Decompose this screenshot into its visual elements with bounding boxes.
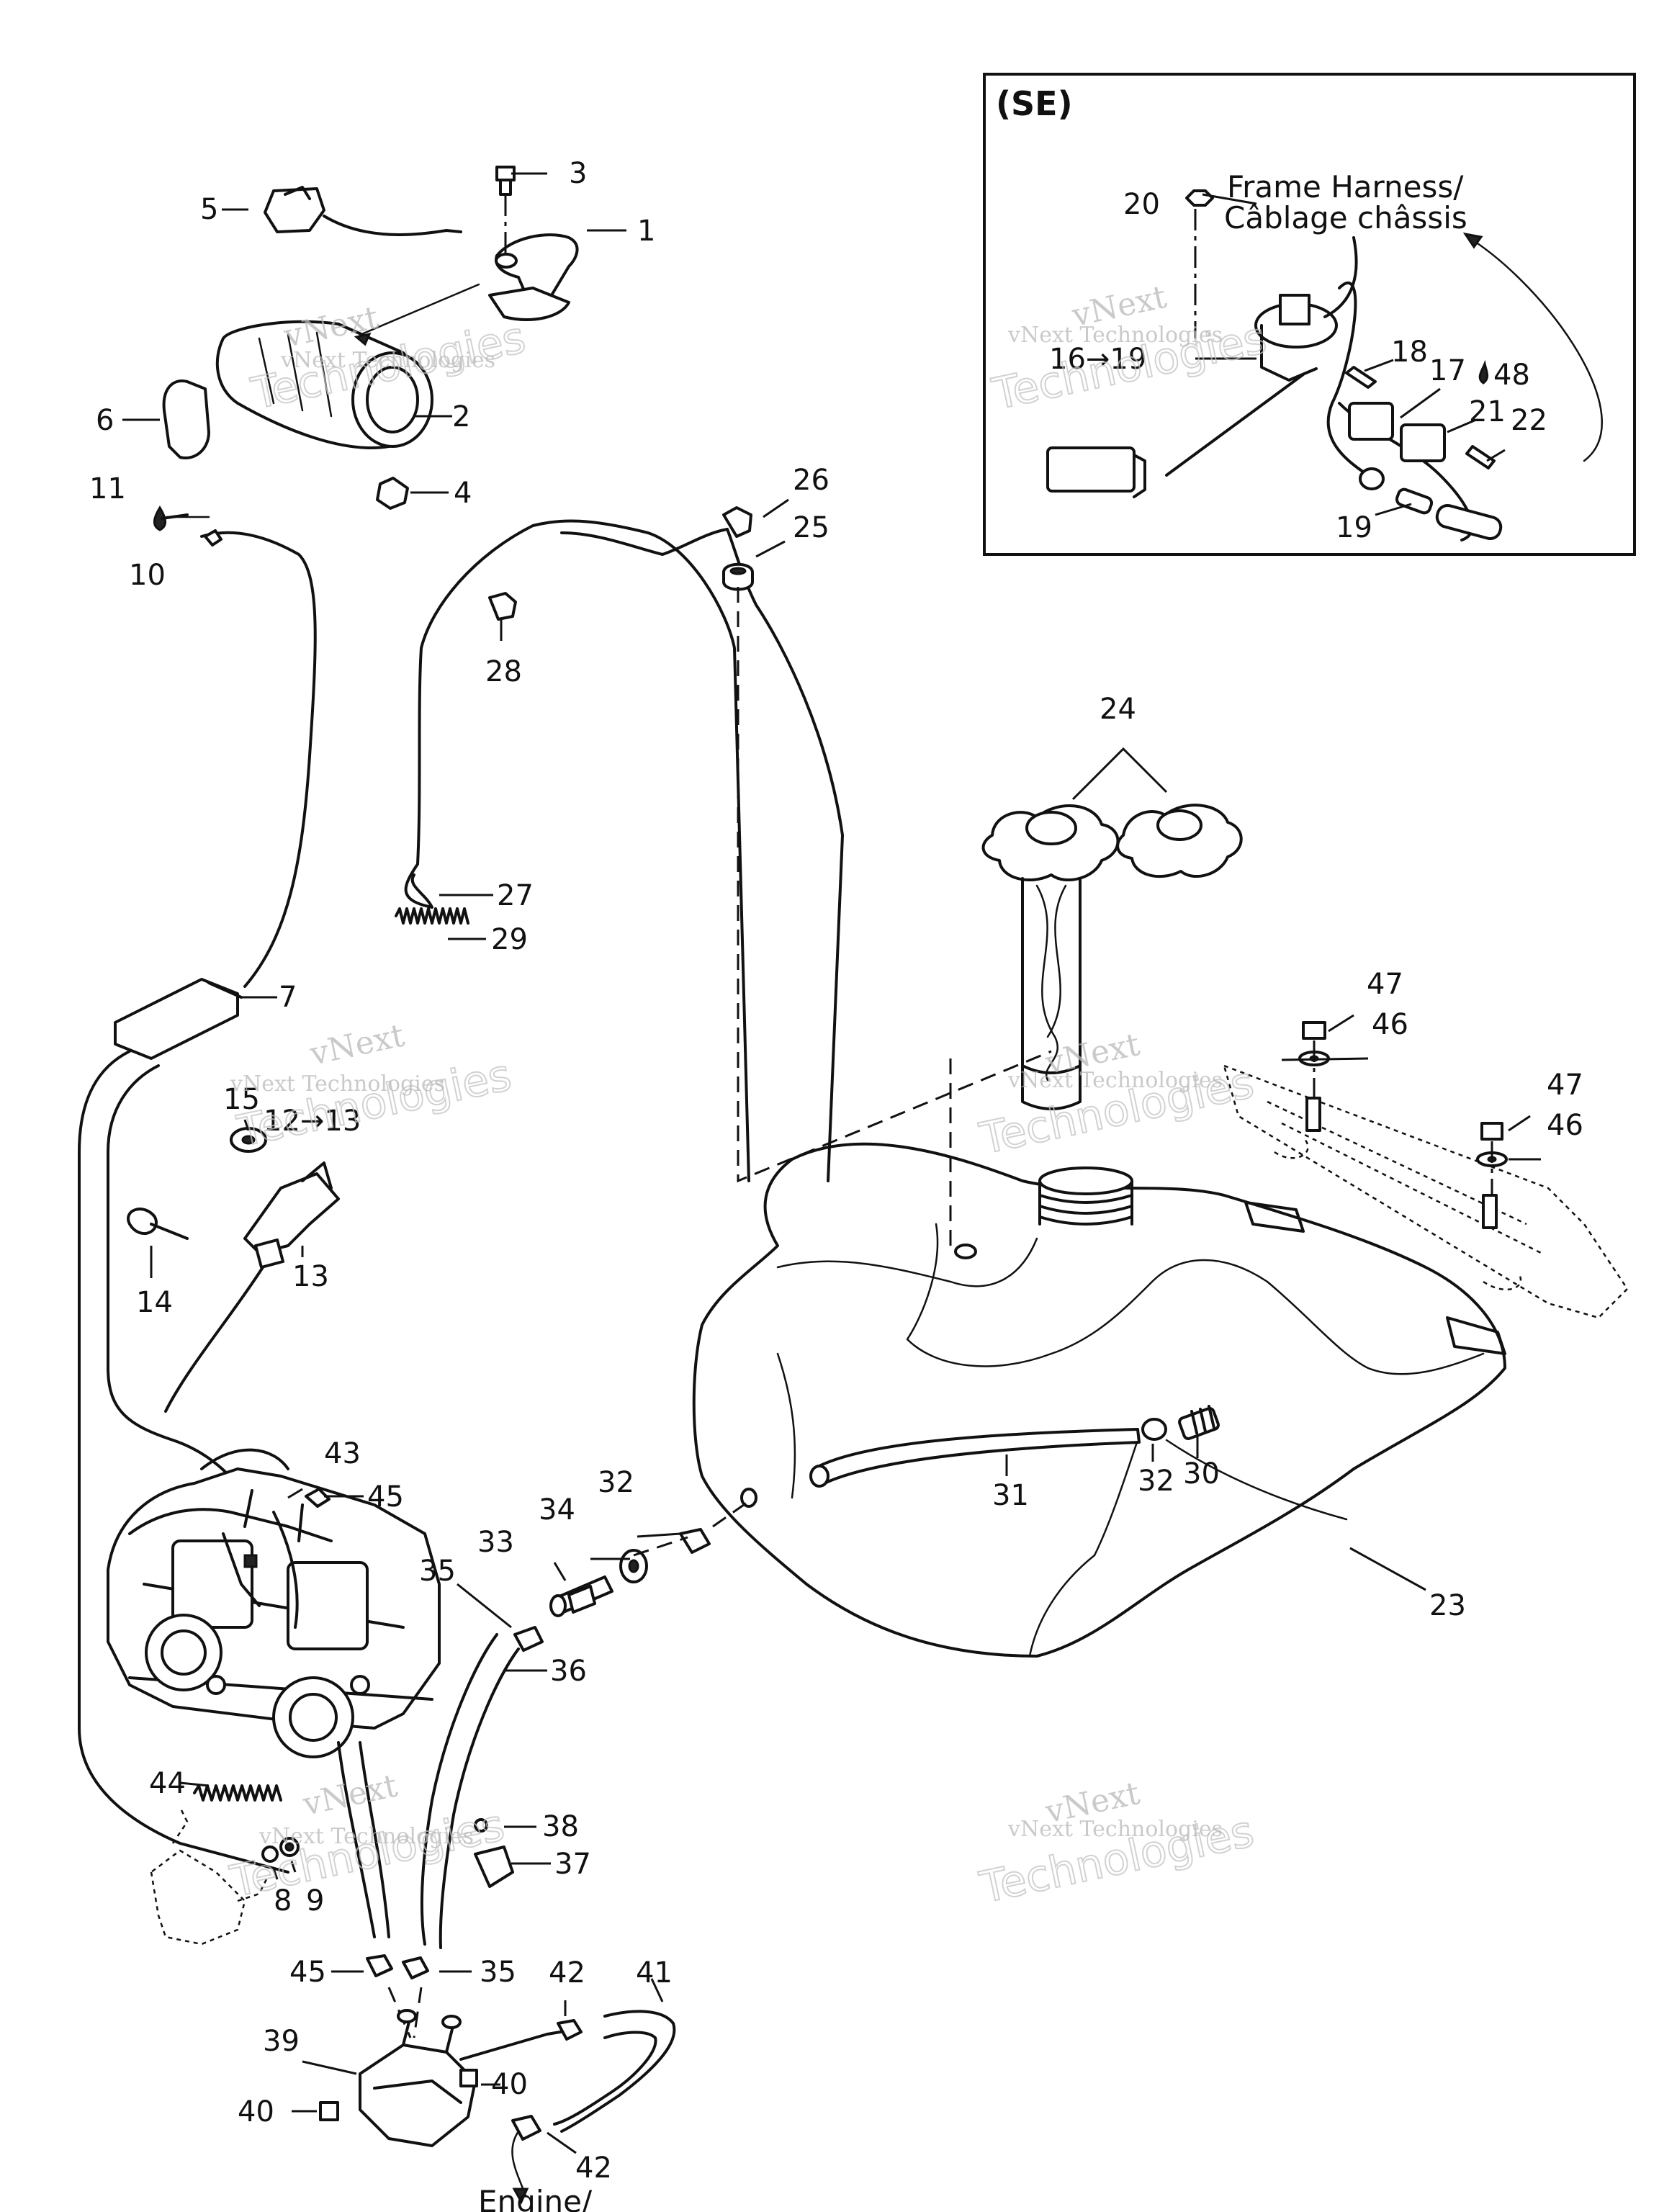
callout-10: 10	[129, 559, 166, 592]
callout-7: 7	[279, 981, 297, 1014]
fuel-level-sender	[1046, 209, 1358, 498]
connector-17	[1348, 402, 1394, 441]
callout-8: 8	[274, 1884, 292, 1917]
tank-bracket	[1223, 1021, 1629, 1319]
callout-27: 27	[497, 879, 534, 912]
callout-1: 1	[637, 215, 655, 248]
vent-lines	[395, 506, 1052, 1253]
callout-39: 39	[263, 2025, 300, 2058]
choke-assembly	[127, 1127, 340, 1413]
callout-37: 37	[554, 1848, 591, 1881]
callout-6: 6	[96, 404, 114, 437]
watermark-full: vNext Technologies	[1007, 323, 1223, 348]
throttle-assembly	[162, 166, 579, 510]
sleeve-19	[1395, 487, 1434, 515]
harness-label-line2: Câblage châssis	[1224, 200, 1467, 235]
callout-32a: 32	[598, 1466, 634, 1499]
callout-9: 9	[306, 1884, 324, 1917]
callout-44: 44	[149, 1767, 186, 1800]
callout-30: 30	[1183, 1457, 1220, 1491]
callout-15: 15	[223, 1083, 260, 1116]
terminal-22	[1465, 445, 1496, 469]
callout-24: 24	[1100, 693, 1136, 726]
callout-32b: 32	[1138, 1465, 1174, 1498]
callout-38: 38	[542, 1810, 579, 1843]
callout-33: 33	[477, 1526, 514, 1559]
callout-46a: 46	[1372, 1008, 1408, 1041]
inset-title: (SE)	[996, 84, 1073, 123]
fuel-lines	[337, 1500, 750, 2038]
se-inset: (SE) Frame Harness/ Câblage châssis	[983, 73, 1636, 556]
callout-47a: 47	[1367, 968, 1403, 1001]
callout-42a: 42	[549, 1956, 585, 1990]
callout-40b: 40	[238, 2095, 274, 2128]
callout-28: 28	[485, 655, 522, 688]
callout-41: 41	[636, 1956, 673, 1990]
watermark-full: vNext Technologies	[258, 1824, 474, 1849]
callout-31: 31	[992, 1479, 1029, 1512]
callout-26: 26	[793, 464, 830, 497]
watermark-line2: Technologies	[226, 1800, 509, 1907]
callout-45a: 45	[367, 1480, 404, 1514]
callout-20: 20	[1123, 188, 1160, 221]
callout-19: 19	[1336, 511, 1372, 544]
fuel-cap-24	[981, 747, 1243, 1110]
callout-42b: 42	[575, 2152, 612, 2185]
callout-40a: 40	[491, 2068, 528, 2101]
primer-assembly	[150, 1784, 514, 1946]
callout-36: 36	[550, 1655, 587, 1688]
callout-43: 43	[324, 1437, 361, 1470]
callout-12-13: 12→13	[264, 1105, 361, 1138]
fuel-tank-23	[692, 1142, 1506, 1658]
nut-20	[1185, 189, 1214, 207]
callout-21: 21	[1469, 395, 1506, 428]
callout-29: 29	[491, 923, 528, 956]
callout-23: 23	[1429, 1589, 1466, 1622]
connector-21	[1400, 423, 1446, 462]
watermark-full: vNext Technologies	[280, 348, 495, 373]
callout-35a: 35	[419, 1555, 456, 1588]
fitting-30	[1141, 1405, 1220, 1441]
callout-34: 34	[539, 1493, 575, 1527]
watermark-full: vNext Technologies	[230, 1071, 445, 1097]
leader-lines	[122, 172, 1541, 2154]
callout-numbers: 3 1 5 6 2 4 11 10 7 15 12→13 13 14 26 25…	[89, 157, 1583, 2212]
callout-45b: 45	[289, 1956, 326, 1989]
watermark-line1: vNext	[306, 1017, 408, 1073]
callout-13: 13	[292, 1260, 329, 1293]
engine-label: Engine/	[478, 2184, 593, 2212]
callout-18: 18	[1391, 336, 1428, 369]
callout-25: 25	[793, 511, 830, 544]
callout-5: 5	[200, 193, 218, 226]
watermark-full: vNext Technologies	[1007, 1817, 1223, 1842]
terminal-18	[1345, 366, 1377, 389]
callout-16-19: 16→19	[1049, 343, 1146, 376]
throttle-cable	[78, 505, 317, 1874]
fuel-pump-assembly	[319, 2009, 676, 2205]
callout-35b: 35	[480, 1956, 516, 1989]
watermark-full: vNext Technologies	[1007, 1068, 1223, 1093]
callout-2: 2	[452, 400, 470, 433]
watermark-line2: Technologies	[233, 1050, 516, 1157]
callout-47b: 47	[1547, 1069, 1583, 1102]
callout-46b: 46	[1547, 1109, 1583, 1142]
harness-label-line1: Frame Harness/	[1227, 169, 1464, 204]
callout-11: 11	[89, 472, 126, 505]
callout-3: 3	[569, 157, 587, 190]
callout-14: 14	[136, 1286, 173, 1319]
callout-17: 17	[1429, 354, 1466, 387]
carburetor-assembly	[107, 1448, 441, 1758]
callout-4: 4	[454, 477, 472, 510]
callout-48: 48	[1493, 359, 1530, 392]
callout-22: 22	[1511, 404, 1547, 437]
